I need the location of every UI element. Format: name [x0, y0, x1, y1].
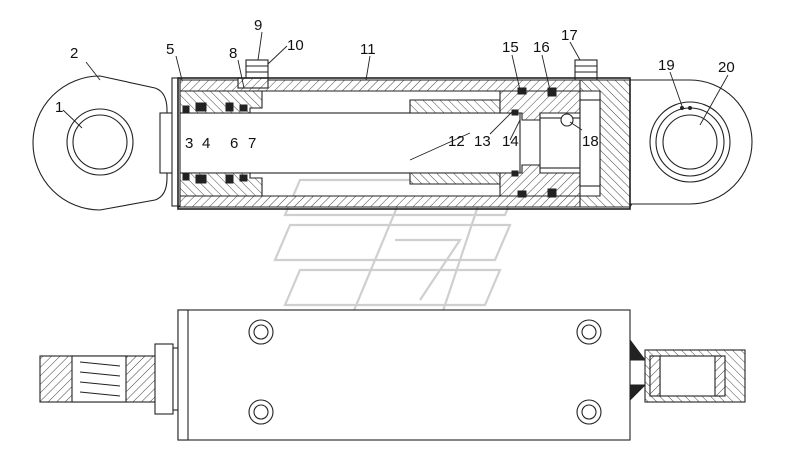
callout-11: 11 [360, 41, 376, 58]
cylinder-body-top [177, 309, 631, 441]
callout-2: 2 [70, 45, 78, 62]
callout-18: 18 [582, 133, 599, 150]
callout-6: 6 [230, 135, 238, 152]
piston-seal-top [547, 87, 557, 97]
gland-top [177, 90, 263, 114]
callout-4: 4 [202, 135, 210, 152]
callout-9: 9 [254, 17, 262, 34]
seal-6-top [225, 102, 234, 112]
rod-eye-left [32, 75, 168, 211]
cylinder-tube-bottom [177, 195, 621, 208]
callout-16: 16 [533, 39, 550, 56]
callout-14: 14 [502, 133, 519, 150]
callout-20: 20 [718, 59, 735, 76]
cap-eye-right [629, 79, 753, 205]
spacer-sleeve [409, 99, 501, 114]
bolt-icon [248, 319, 602, 425]
section-view [32, 59, 753, 211]
port-fitting-left [237, 59, 269, 89]
gland-bottom [177, 172, 263, 197]
leader-lines [62, 31, 729, 161]
callout-15: 15 [502, 39, 519, 56]
callout-3: 3 [185, 135, 193, 152]
callout-1: 1 [55, 99, 63, 116]
callout-labels: 1 2 3 4 5 6 7 8 9 10 11 12 13 14 15 16 1… [55, 17, 735, 152]
callout-5: 5 [166, 41, 174, 58]
callout-19: 19 [658, 57, 675, 74]
seal-4-top [195, 102, 207, 112]
callout-10: 10 [287, 37, 304, 54]
seal-3-top [182, 105, 190, 113]
seal-7-top [239, 104, 248, 112]
callout-8: 8 [229, 45, 237, 62]
callout-17: 17 [561, 27, 578, 44]
callout-13: 13 [474, 133, 491, 150]
port-fitting-right [574, 59, 598, 81]
callout-7: 7 [248, 135, 256, 152]
callout-12: 12 [448, 133, 465, 150]
piston-rod [159, 112, 521, 174]
top-view [39, 309, 746, 441]
